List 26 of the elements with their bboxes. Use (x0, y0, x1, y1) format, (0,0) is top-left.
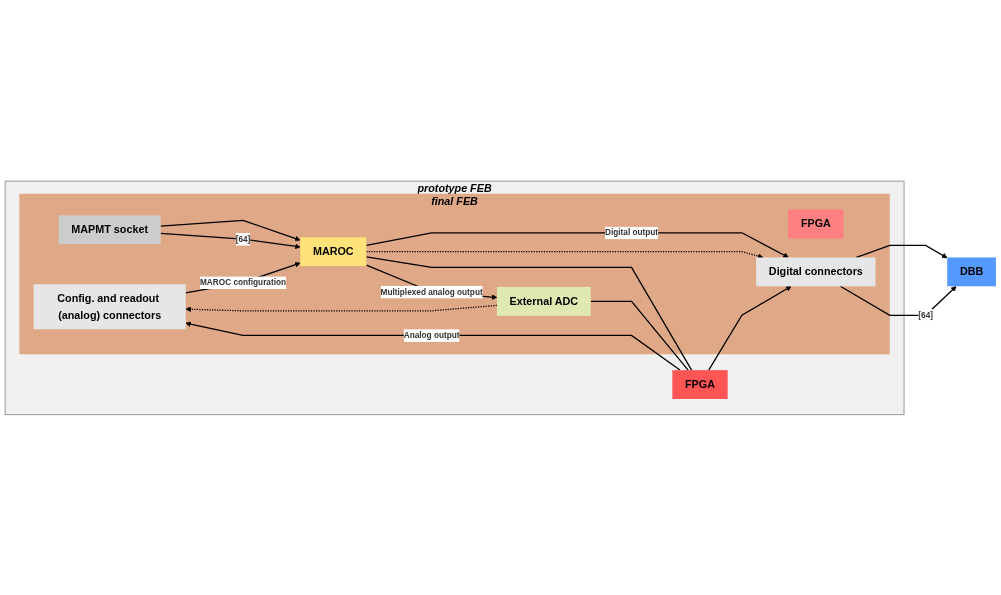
node-box: Config. and readout (analog) connectors (33, 283, 186, 329)
node-box: FPGA (788, 209, 844, 238)
arrow (185, 261, 301, 294)
arrow (365, 264, 498, 300)
edge-label: Multiplexed analog output (380, 286, 483, 297)
arrow (185, 304, 498, 312)
edge-label: [64] (235, 233, 251, 244)
arrow (839, 285, 957, 316)
arrow (160, 232, 301, 249)
arrow (160, 219, 301, 241)
connector (365, 255, 693, 371)
node-box: MAROC (300, 236, 367, 266)
arrow (365, 250, 764, 259)
edge-label: Analog output (403, 330, 460, 340)
arrow (855, 244, 948, 258)
node-box: FPGA (672, 369, 728, 399)
node-box: Digital connectors (756, 257, 876, 286)
node-box: MAPMT socket (58, 214, 161, 244)
edge-label: [64] (918, 309, 933, 320)
connector (590, 300, 689, 371)
node-box: External ADC (496, 286, 591, 316)
arrow (708, 285, 792, 371)
edge-label: MAROC configuration (199, 277, 287, 287)
edge-label: Digital output (605, 227, 659, 237)
node-box: DBB (947, 257, 996, 286)
arrow (185, 321, 681, 371)
